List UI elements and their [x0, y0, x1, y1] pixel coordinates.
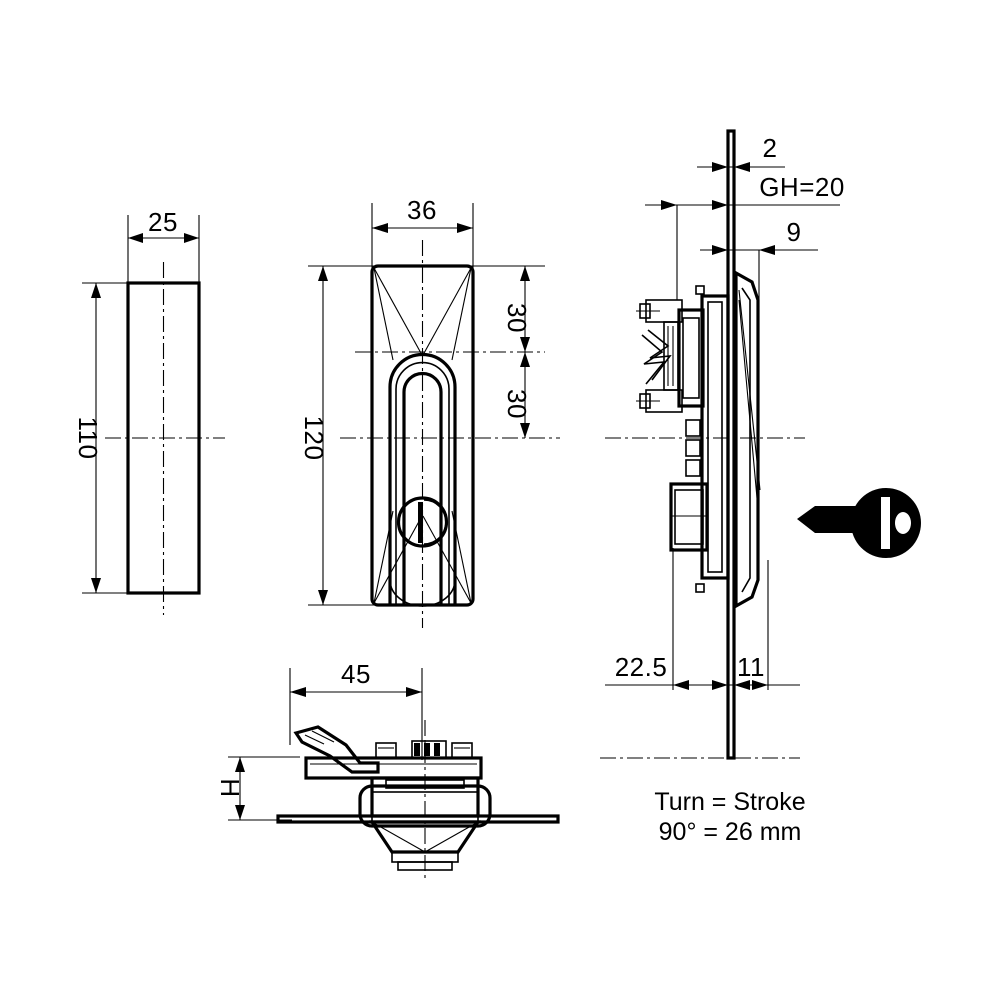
front-bevel-bottom-right [422, 515, 472, 604]
dim-label-lower-30: 30 [502, 389, 532, 419]
dim-reach-45: 45 [289, 659, 423, 760]
side-profile-view: 25 110 [73, 207, 225, 615]
dim-label-upper-30: 30 [502, 303, 532, 333]
dim-offset-9: 9 [700, 217, 818, 300]
bottom-nose-hatch-left [371, 821, 426, 853]
bottom-escutcheon-plate [304, 756, 483, 780]
front-bevel-right-upper [451, 267, 472, 361]
front-bevel-top-left [373, 267, 423, 356]
section-side-view: 2 GH=20 9 22.5 [600, 129, 921, 760]
lock-cylinder-cam [423, 499, 447, 545]
spindle-teeth [685, 419, 701, 477]
dim-label-2: 2 [763, 133, 778, 163]
handle-body-section [700, 294, 730, 580]
keyhole-slot [418, 502, 423, 543]
escutcheon-inner-section [741, 287, 751, 593]
dim-height-h: H [215, 756, 300, 821]
dim-lower-30: 30 [502, 352, 532, 438]
rear-mount-inner [682, 317, 700, 399]
dim-width-36: 36 [371, 195, 474, 268]
dim-label-h: H [215, 778, 245, 797]
handle-body-inner [707, 301, 723, 573]
bottom-lever-hatch-1 [304, 734, 325, 745]
escutcheon-bevel-hatch [738, 289, 761, 499]
bottom-lever-hatch-2 [311, 730, 335, 743]
dim-label-25: 25 [148, 207, 178, 237]
dim-label-11: 11 [737, 652, 765, 682]
dim-grip-height: GH=20 [645, 172, 845, 300]
dim-height-120: 120 [299, 265, 374, 606]
front-bevel-top-right [422, 267, 472, 356]
front-escutcheon-view: 36 120 30 30 [299, 195, 560, 628]
dim-label-36: 36 [407, 195, 437, 225]
lock-cylinder-section-inner [674, 489, 704, 545]
cam-mechanism-detail [636, 299, 683, 413]
fixing-top [695, 285, 705, 295]
dim-label-gh: GH=20 [759, 172, 845, 202]
dim-upper-30: 30 [471, 265, 545, 352]
rear-mount-block [677, 308, 705, 408]
note-line-1: Turn = Stroke [654, 788, 805, 816]
dim-label-45: 45 [341, 659, 371, 689]
front-bevel-bottom-left [373, 515, 423, 604]
dim-height-110: 110 [73, 282, 130, 594]
key-icon [797, 488, 921, 558]
dim-label-22-5: 22.5 [615, 652, 668, 682]
dim-label-110: 110 [73, 417, 103, 460]
dim-projection-11: 11 [734, 560, 769, 690]
front-bevel-left-upper [373, 267, 394, 361]
escutcheon-body-section [734, 270, 760, 609]
stroke-note: Turn = Stroke 90° = 26 mm [654, 788, 805, 846]
dim-label-120: 120 [299, 416, 329, 461]
note-line-2: 90° = 26 mm [659, 818, 802, 846]
bottom-plan-view: 45 H [215, 659, 560, 880]
dim-depth-22-5: 22.5 [605, 548, 800, 690]
bottom-handle-ribs [375, 740, 473, 759]
fixing-bottom [695, 583, 705, 593]
dim-label-9: 9 [787, 217, 802, 247]
dim-panel-thickness-2: 2 [697, 133, 785, 172]
handle-grip-recess [402, 371, 443, 606]
bottom-lever-handle [293, 725, 380, 774]
lock-cylinder-section [669, 482, 709, 552]
dim-width-25: 25 [127, 207, 200, 285]
bottom-nose-hatch-right [424, 821, 479, 853]
